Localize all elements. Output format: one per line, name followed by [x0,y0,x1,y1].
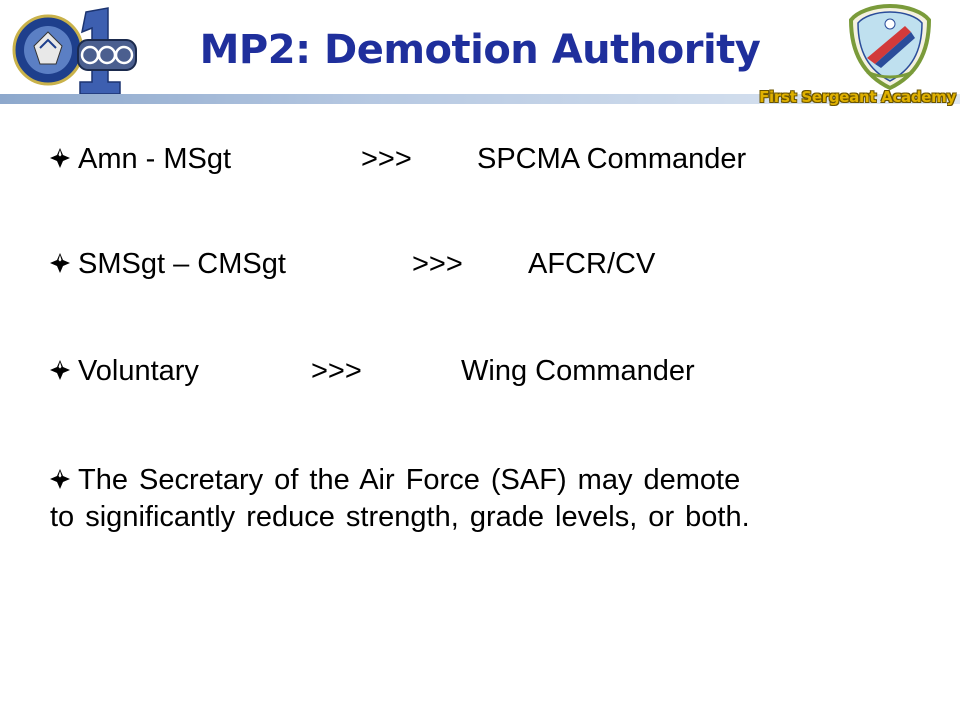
header-divider-bar [0,94,960,104]
bullet-item-1: Amn - MSgt >>> SPCMA Commander [50,141,746,177]
note-text-line-2: to significantly reduce strength, grade … [50,501,750,533]
academy-caption: First Sergeant Academy [759,88,956,106]
bullet-arrow: >>> [361,143,412,175]
bullet-item-note: The Secretary of the Air Force (SAF) may… [50,462,950,536]
bullet-grade: SMSgt – CMSgt [78,248,286,280]
diamond-bullet-icon [50,253,70,273]
bullet-arrow: >>> [311,355,362,387]
bullet-authority: Wing Commander [461,355,695,387]
bullet-arrow: >>> [412,248,463,280]
bullet-item-2: SMSgt – CMSgt >>> AFCR/CV [50,246,655,282]
diamond-bullet-icon [50,469,70,489]
afrc-emblem-logo [12,7,137,95]
bullet-grade: Voluntary [78,355,199,387]
bullet-grade: Amn - MSgt [78,143,232,175]
slide-title: MP2: Demotion Authority [199,27,761,73]
diamond-bullet-icon [50,148,70,168]
diamond-bullet-icon [50,360,70,380]
note-text-line-1: The Secretary of the Air Force (SAF) may… [78,464,741,496]
note-line-1: The Secretary of the Air Force (SAF) may… [50,462,950,499]
first-sergeant-academy-logo [848,3,932,91]
bullet-item-3: Voluntary >>> Wing Commander [50,353,695,389]
bullet-authority: AFCR/CV [528,248,656,280]
bullet-authority: SPCMA Commander [477,143,747,175]
